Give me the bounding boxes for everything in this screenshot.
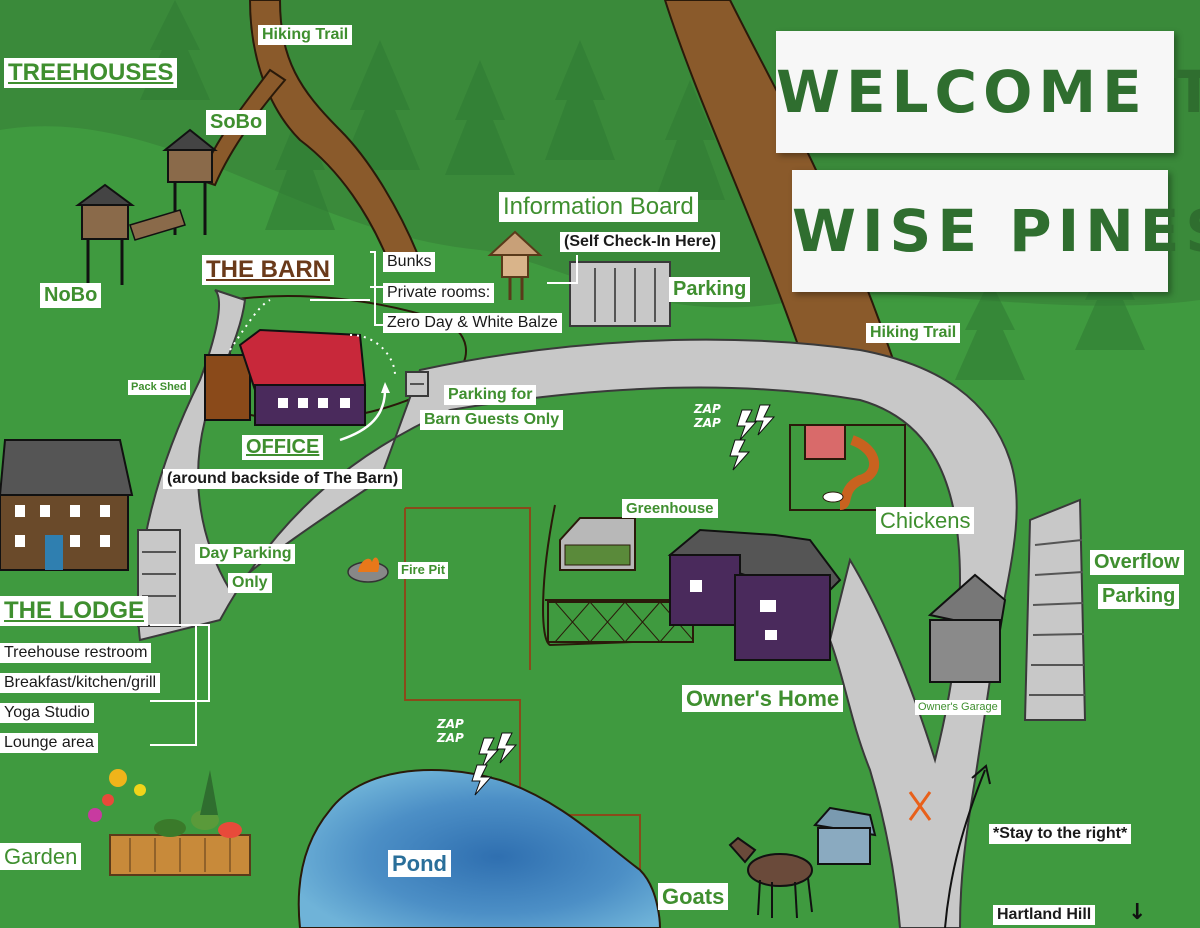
fire-pit-icon (347, 557, 389, 583)
tree-icon (265, 110, 335, 230)
garden-planter (88, 769, 251, 876)
tree-icon (545, 40, 615, 160)
barn-item-bunks: Bunks (383, 252, 436, 273)
goat-illustration (728, 836, 813, 919)
fire-pit-label: Fire Pit (398, 562, 449, 579)
barn-parking-label-2: Barn Guests Only (420, 410, 564, 431)
title-line-2: WISE PINES (792, 170, 1200, 292)
barn-heading: THE BARN (202, 255, 334, 285)
greenhouse-label: Greenhouse (622, 499, 718, 519)
pack-shed-label: Pack Shed (128, 380, 190, 395)
title-line-1: WELCOME TO (776, 31, 1200, 153)
lightning-icon (471, 404, 776, 796)
treehouses-illustration (74, 128, 218, 285)
garden-fence (542, 504, 691, 647)
barn-parking-label-1: Parking for (444, 385, 537, 406)
lodge-item-yoga: Yoga Studio (0, 703, 94, 724)
down-arrow-icon: ↓ (1128, 900, 1147, 925)
tree-icon (955, 280, 1025, 380)
lodge-item-restroom: Treehouse restroom (0, 643, 152, 664)
goat-shed (813, 806, 877, 865)
overflow-parking-label-1: Overflow (1090, 550, 1184, 575)
overflow-parking-lot (1023, 498, 1087, 721)
day-parking-label-1: Day Parking (195, 544, 296, 565)
parking-label: Parking (669, 277, 751, 302)
lodge-building (0, 439, 134, 571)
garden-label: Garden (0, 843, 82, 871)
office-label: OFFICE (242, 435, 324, 460)
road-direction-arrow (944, 764, 991, 928)
lodge-item-lounge: Lounge area (0, 733, 98, 754)
nobo-label: NoBo (40, 283, 102, 308)
chicken-coop (804, 424, 846, 460)
owners-garage-label: Owner's Garage (915, 700, 1001, 715)
chickens-label: Chickens (876, 507, 975, 535)
x-mark-icon (908, 791, 932, 821)
day-parking-lot (137, 529, 181, 627)
hiking-trail-top-label: Hiking Trail (258, 25, 353, 46)
overflow-parking-label-2: Parking (1098, 584, 1180, 609)
pond-label: Pond (388, 850, 451, 878)
lodge-heading: THE LODGE (0, 596, 149, 626)
barn-item-private-rooms: Private rooms: (383, 283, 495, 304)
label-connectors (310, 251, 578, 326)
hiking-trail-right-label: Hiking Trail (866, 323, 961, 344)
hartland-hill-label: Hartland Hill (993, 905, 1096, 926)
chicken-yard (789, 424, 906, 511)
property-boundary (404, 508, 641, 928)
office-note-label: (around backside of The Barn) (163, 469, 403, 490)
barn-building (204, 328, 367, 426)
tree-icon (445, 60, 515, 175)
owners-garage-building (927, 573, 1007, 683)
tree-icon (655, 80, 725, 200)
stay-right-note: *Stay to the right* (989, 824, 1132, 845)
sobo-label: SoBo (206, 110, 267, 135)
owners-home-label: Owner's Home (682, 685, 844, 713)
day-parking-label-2: Only (228, 573, 272, 594)
self-check-in-label: (Self Check-In Here) (560, 232, 721, 253)
tree-icon (1075, 250, 1145, 350)
owners-home-building (667, 528, 842, 661)
goats-label: Goats (658, 883, 729, 911)
lodge-item-kitchen: Breakfast/kitchen/grill (0, 673, 161, 694)
forest-trees (140, 0, 1145, 380)
tree-icon (340, 40, 420, 170)
pond-water (297, 769, 662, 928)
information-board (487, 230, 543, 300)
lodge-bracket (150, 624, 210, 702)
info-board-label: Information Board (499, 192, 698, 222)
barn-item-zero-day: Zero Day & White Balze (383, 313, 562, 334)
treehouses-heading: TREEHOUSES (4, 58, 178, 88)
lodge-bracket-lower (150, 624, 197, 746)
